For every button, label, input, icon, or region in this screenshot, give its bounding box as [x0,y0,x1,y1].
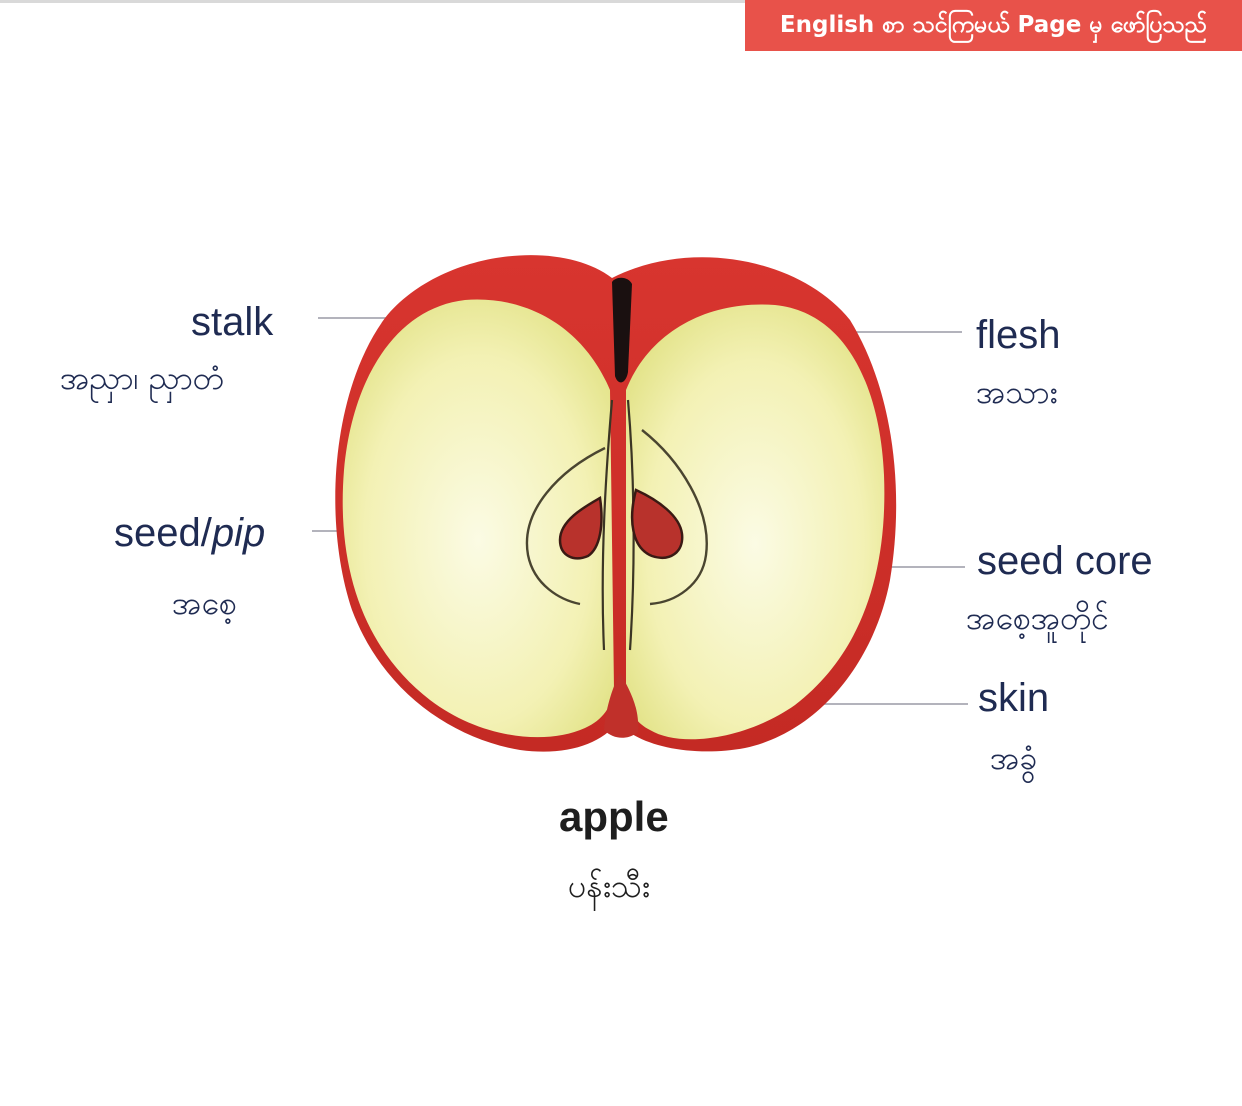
label-flesh-en: flesh [976,313,1061,357]
top-divider [0,0,745,3]
apple-flesh-left [342,299,614,738]
apple-calyx [604,672,639,738]
seed-left [558,496,603,560]
diagram-title-my: ပန်းသီး [568,867,650,905]
label-seed-my: အစေ့ [172,584,237,622]
label-seed-en-text: seed/ [114,511,212,555]
label-stalk-my: အညှာ၊ ညှာတံ [60,359,224,397]
apple-flesh-right [626,304,885,740]
label-skin-my: အခွံ [990,739,1038,777]
label-seed-en: seed/pip [114,513,265,553]
source-banner: English စာ သင်ကြမယ် Page မှ ဖော်ပြသည် [745,0,1242,51]
diagram-title-en: apple [559,793,669,840]
label-core-en: seed core [977,539,1153,583]
seed-right [630,488,684,559]
label-stalk-en: stalk [191,300,274,344]
seed-core-outline [525,429,708,606]
label-skin-en: skin [978,676,1050,720]
label-seed-en-italic: pip [211,511,266,555]
apple-stalk [612,277,632,383]
label-core-my: အစေ့အူတိုင် [966,599,1110,637]
label-flesh-my: အသား [976,373,1058,411]
